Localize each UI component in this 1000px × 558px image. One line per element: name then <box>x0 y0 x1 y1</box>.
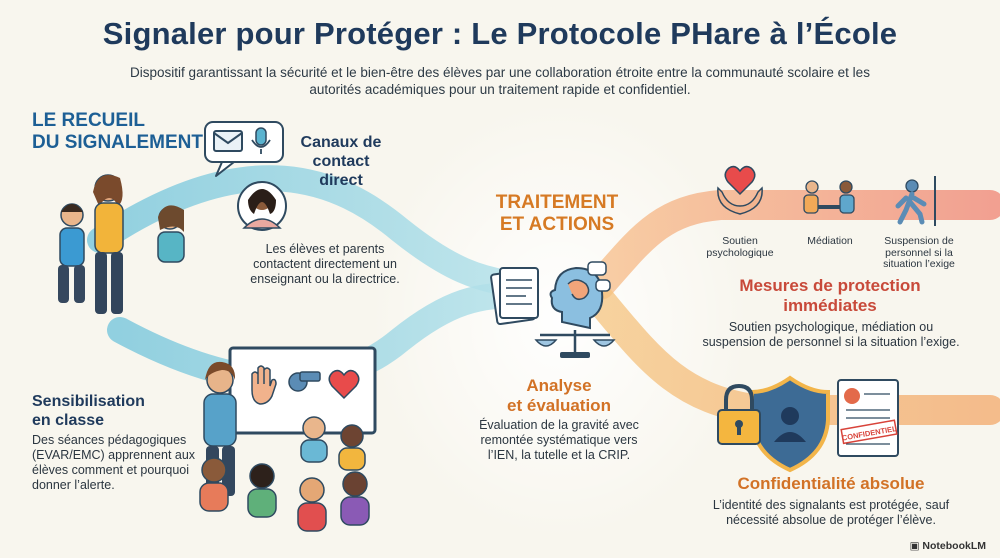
flow-ribbon-upper-right <box>585 190 1000 300</box>
brand-watermark: ▣ NotebookLM <box>910 540 986 552</box>
brand-name: NotebookLM <box>922 540 986 552</box>
hands-heart-icon <box>717 165 763 215</box>
mesure-label-suspension: Suspension de personnel si la situation … <box>883 235 955 270</box>
head-thinking-icon <box>549 261 611 330</box>
mesures-text: Soutien psychologique, médiation ou susp… <box>702 320 960 349</box>
canaux-heading-line2: contact <box>312 153 370 170</box>
microphone-icon <box>251 127 271 154</box>
recueil-heading-line2: DU SIGNALEMENT <box>32 132 203 153</box>
analyse-heading: Analyse et évaluation <box>484 376 634 416</box>
mesures-heading-line2: immédiates <box>783 296 877 315</box>
analyse-text: Évaluation de la gravité avec remontée s… <box>479 418 639 462</box>
analyse-heading-line1: Analyse <box>526 376 592 395</box>
flow-ribbon-lower-right <box>585 285 1000 425</box>
shield-user-icon <box>750 375 830 473</box>
recueil-heading-line1: LE RECUEIL <box>32 110 145 131</box>
page-subtitle: Dispositif garantissant la sécurité et l… <box>130 65 870 97</box>
hand-icon <box>251 365 277 405</box>
confidential-document-icon: CONFIDENTIEL <box>837 379 899 457</box>
family-illustration <box>58 174 185 314</box>
flow-ribbon-top <box>87 165 533 298</box>
document-stack-icon <box>490 267 539 326</box>
teacher-figure <box>203 361 237 496</box>
confidentialite-heading: Confidentialité absolue <box>737 474 925 493</box>
page-title: Signaler pour Protéger : Le Protocole PH… <box>102 16 898 51</box>
confidentialite-text: L’identité des signalants est protégée, … <box>712 498 950 527</box>
mesure-label-soutien: Soutien psychologique <box>706 235 774 259</box>
sensibilisation-heading-line2: en classe <box>32 412 105 429</box>
brand-logo-icon: ▣ <box>909 540 923 552</box>
padlock-icon <box>717 383 761 445</box>
balance-scale-icon <box>534 330 616 358</box>
traitement-heading-line2: ET ACTIONS <box>499 214 615 235</box>
analyse-heading-line2: et évaluation <box>507 396 611 415</box>
mesures-heading-line1: Mesures de protection <box>739 276 921 295</box>
mesures-heading: Mesures de protection immédiates <box>700 276 960 316</box>
canaux-heading-line1: Canaux de <box>300 134 382 151</box>
whistle-icon <box>288 371 321 392</box>
sensibilisation-heading: Sensibilisation en classe <box>32 392 182 430</box>
person-walking-icon <box>895 176 936 226</box>
recueil-heading: LE RECUEIL DU SIGNALEMENT <box>32 110 222 154</box>
canaux-heading: Canaux de contact direct <box>286 133 396 190</box>
sensibilisation-text: Des séances pédagogiques (EVAR/EMC) appr… <box>32 433 196 492</box>
teacher-portrait <box>237 181 287 231</box>
mediation-icon <box>803 180 855 214</box>
students-group <box>199 416 370 532</box>
mesure-label-mediation: Médiation <box>807 235 853 247</box>
canaux-heading-line3: direct <box>319 172 363 189</box>
traitement-heading: TRAITEMENT ET ACTIONS <box>472 192 642 236</box>
heart-icon <box>328 369 360 400</box>
canaux-text: Les élèves et parents contactent directe… <box>250 242 400 286</box>
traitement-heading-line1: TRAITEMENT <box>495 192 619 213</box>
envelope-icon <box>213 130 243 152</box>
sensibilisation-heading-line1: Sensibilisation <box>32 393 145 410</box>
